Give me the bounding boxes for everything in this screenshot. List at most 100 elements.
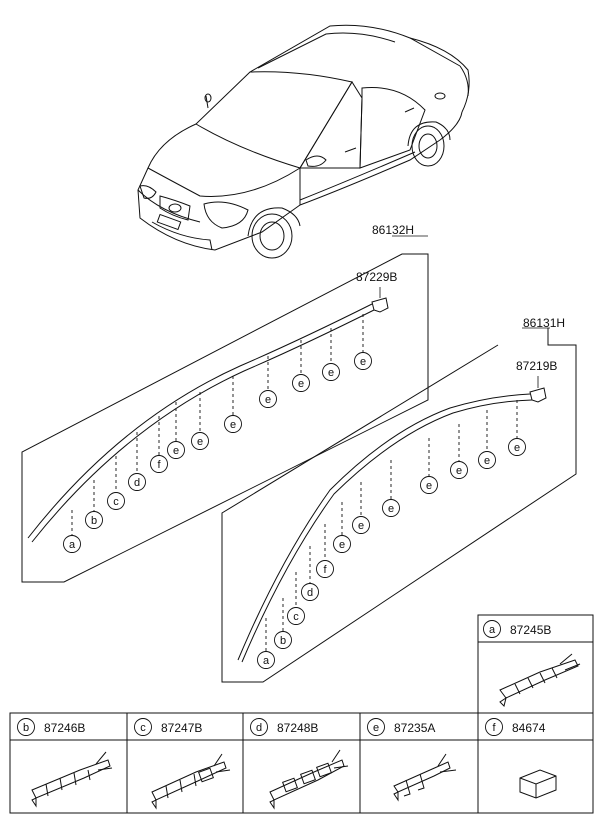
callout-letter: a: [263, 655, 270, 667]
callout-bubble: [167, 441, 185, 459]
callout-bubble: [150, 455, 168, 473]
assembly-86132h: 86132H 87229B: [21, 223, 429, 583]
callout-e: e: [420, 438, 438, 494]
callout-bubble: [224, 415, 242, 433]
clip-c-illustration: [151, 753, 231, 810]
callout-bubble: [450, 461, 468, 479]
callout-letter: e: [514, 442, 520, 454]
clip-letter: f: [492, 722, 496, 734]
callout-letter: e: [426, 480, 432, 492]
callout-e: e: [167, 402, 185, 459]
clip-part-number: 87245B: [510, 623, 551, 637]
clip-part-number: 87248B: [277, 721, 318, 735]
assembly-part-number: 86131H: [523, 316, 565, 330]
clip-header-d: d 87248B: [250, 718, 318, 736]
molding-strip: [241, 399, 533, 663]
callout-e: e: [352, 482, 370, 534]
callout-letter: b: [91, 515, 97, 527]
clip-letter: c: [140, 722, 146, 734]
callout-e: e: [450, 424, 468, 479]
callout-e: e: [259, 356, 277, 408]
callout-letter: c: [113, 496, 119, 508]
clip-d-illustration: [269, 749, 349, 810]
clip-letter-bubble: [367, 718, 385, 736]
callout-bubble: [420, 476, 438, 494]
callout-e: e: [322, 328, 340, 381]
clip-letter-bubble: [485, 718, 503, 736]
callout-bubble: [322, 363, 340, 381]
callout-bubble: [301, 583, 319, 601]
molding-strip: [237, 393, 531, 661]
molding-strip: [31, 309, 375, 543]
molding-strip: [27, 303, 373, 539]
clip-part-number: 87219B: [516, 359, 557, 373]
callout-bubble: [85, 511, 103, 529]
callout-letter: e: [484, 455, 490, 467]
clip-header-b: b 87246B: [17, 718, 85, 736]
clip-letter: e: [373, 722, 379, 734]
callout-letter: e: [388, 503, 394, 515]
clip-letter-bubble: [483, 620, 501, 638]
callout-e: e: [191, 392, 209, 450]
clip-a-illustration: [499, 653, 581, 707]
end-clip: [371, 297, 389, 313]
callout-letter: e: [360, 356, 366, 368]
callout-e: e: [292, 340, 310, 392]
callout-f: f: [150, 416, 168, 473]
callout-bubble: [287, 607, 305, 625]
callout-d: d: [301, 546, 319, 601]
clip-letter-bubble: [134, 718, 152, 736]
callout-bubble: [107, 492, 125, 510]
clip-table-row: [9, 712, 594, 814]
callout-bubble: [352, 516, 370, 534]
car-illustration: [137, 24, 470, 259]
clip-part-number: 87229B: [356, 270, 397, 284]
callout-e: e: [333, 502, 351, 553]
callout-d: d: [128, 432, 146, 491]
callout-bubble: [274, 631, 292, 649]
clip-part-number: 87246B: [44, 721, 85, 735]
callout-letter: f: [157, 459, 161, 471]
callout-e: e: [354, 314, 372, 370]
callout-e: e: [382, 460, 400, 517]
callout-bubble: [316, 560, 334, 578]
callout-e: e: [224, 376, 242, 433]
end-clip: [529, 387, 547, 403]
callout-letter: e: [339, 539, 345, 551]
callout-bubble: [63, 535, 81, 553]
clip-illustrations: [31, 653, 581, 810]
clip-letter-bubble: [17, 718, 35, 736]
callout-letter: f: [323, 564, 327, 576]
callout-letter: d: [307, 587, 313, 599]
callout-c: c: [107, 456, 125, 510]
callout-letter: e: [197, 436, 203, 448]
callout-e: e: [508, 400, 526, 456]
callout-letter: e: [298, 378, 304, 390]
callout-letter: e: [265, 394, 271, 406]
clip-e-illustration: [393, 753, 457, 802]
clip-letter: b: [23, 722, 29, 734]
callout-letter: e: [358, 520, 364, 532]
callout-bubble: [382, 499, 400, 517]
callout-bubble: [259, 390, 277, 408]
callout-letter: e: [456, 465, 462, 477]
callout-bubble: [508, 438, 526, 456]
assembly-panel: [221, 328, 577, 683]
callout-letter: e: [230, 419, 236, 431]
callout-letter: e: [173, 445, 179, 457]
callout-b: b: [274, 598, 292, 649]
callout-bubble: [191, 432, 209, 450]
clip-letter: d: [256, 722, 262, 734]
parts-table: [9, 614, 594, 814]
callout-letter: d: [134, 477, 140, 489]
clip-f-illustration: [519, 769, 557, 799]
clip-letter-bubble: [250, 718, 268, 736]
callout-letter: c: [293, 611, 299, 623]
